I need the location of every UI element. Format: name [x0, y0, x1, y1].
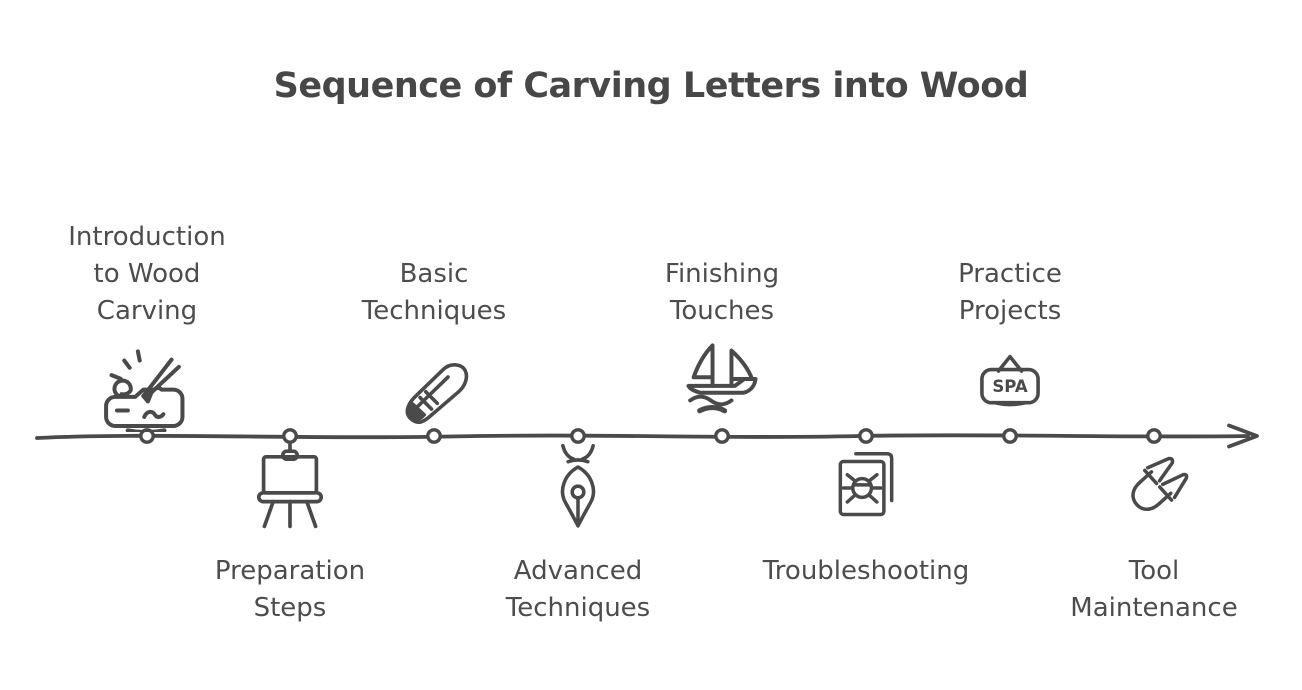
timeline-node: Introduction to Wood Carving: [7, 195, 287, 432]
node-label: Troubleshooting: [762, 556, 970, 586]
timeline-node: Preparation Steps: [150, 443, 430, 627]
arrow-head-icon: [1227, 423, 1259, 449]
node-label: Tool Maintenance: [1070, 556, 1238, 623]
timeline-node: Advanced Techniques: [438, 443, 718, 627]
timeline-dot: [1002, 428, 1018, 444]
bug-report-icon: [831, 443, 901, 543]
node-label: Finishing Touches: [664, 259, 780, 326]
node-label: Introduction to Wood Carving: [68, 222, 226, 326]
timeline-dot: [570, 428, 586, 444]
spa-sign-icon: SPA: [974, 338, 1046, 432]
timeline-dot: [714, 428, 730, 444]
node-label: Basic Techniques: [361, 259, 507, 326]
timeline-dot: [282, 428, 298, 444]
spa-sign-text: SPA: [992, 377, 1028, 396]
timeline-node: Troubleshooting: [726, 443, 1006, 590]
timeline-node: Finishing Touches: [582, 195, 862, 432]
timeline-node: Tool Maintenance: [1014, 443, 1294, 627]
timeline-dot: [426, 428, 442, 444]
timeline-dot: [858, 428, 874, 444]
pen-nib-icon: [551, 443, 605, 543]
wood-carving-icon: [97, 338, 197, 432]
node-label: Preparation Steps: [214, 556, 366, 623]
timeline-line: [35, 433, 1250, 440]
timeline-node: Basic Techniques: [294, 195, 574, 432]
node-label: Advanced Techniques: [505, 556, 651, 623]
pliers-icon: [1114, 443, 1194, 543]
timeline-dot: [1146, 428, 1162, 444]
easel-icon: [250, 443, 330, 543]
timeline-dot: [139, 428, 155, 444]
page-title: Sequence of Carving Letters into Wood: [273, 66, 1029, 106]
node-label: Practice Projects: [958, 259, 1062, 326]
carving-knife-icon: [393, 338, 475, 432]
timeline-node: Practice Projects SPA: [870, 195, 1150, 432]
sailboat-icon: [679, 338, 765, 432]
